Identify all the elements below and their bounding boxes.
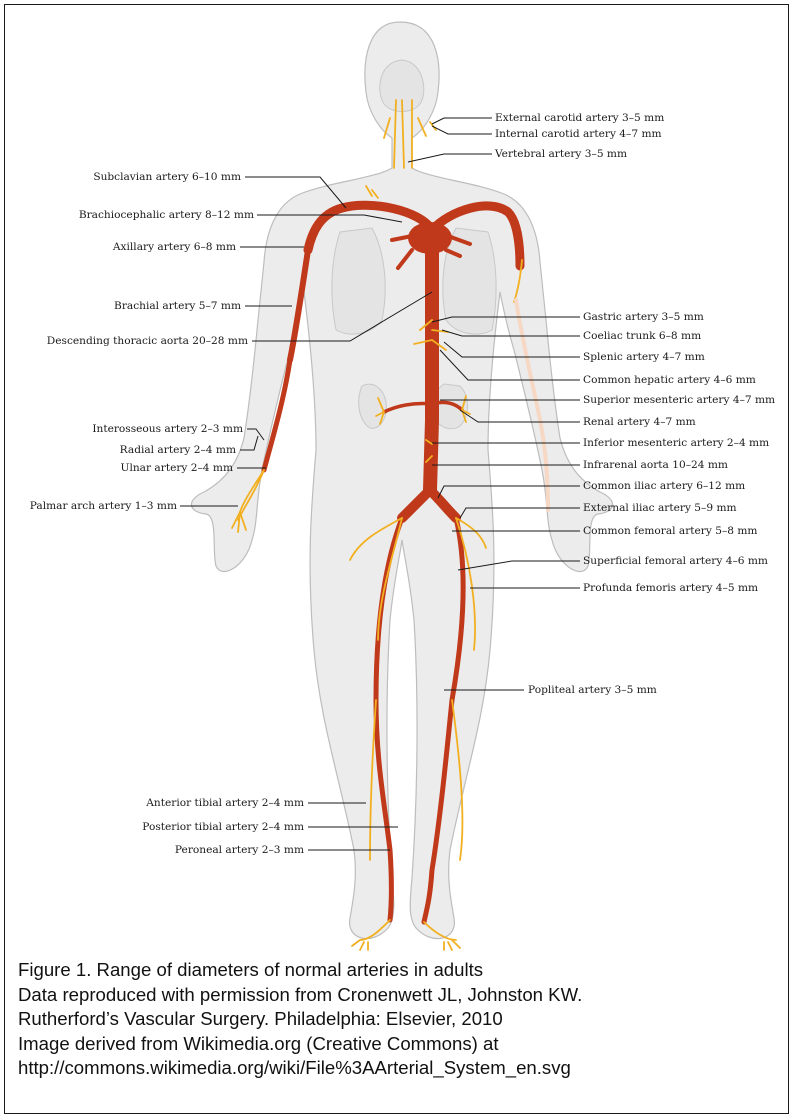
label-coeliac: Coeliac trunk 6–8 mm <box>583 330 701 342</box>
label-external-iliac: External iliac artery 5–9 mm <box>583 502 737 514</box>
figure-caption: Figure 1. Range of diameters of normal a… <box>18 958 778 1081</box>
label-infrarenal-aorta: Infrarenal aorta 10–24 mm <box>583 459 728 471</box>
caption-source: Data reproduced with permission from Cro… <box>18 983 778 1008</box>
label-external-carotid: External carotid artery 3–5 mm <box>495 112 664 124</box>
label-common-iliac: Common iliac artery 6–12 mm <box>583 480 745 492</box>
label-profunda-femoris: Profunda femoris artery 4–5 mm <box>583 582 758 594</box>
label-brachial: Brachial artery 5–7 mm <box>114 300 241 312</box>
label-brachiocephalic: Brachiocephalic artery 8–12 mm <box>79 209 254 221</box>
label-gastric: Gastric artery 3–5 mm <box>583 311 704 323</box>
leader-internal-carotid <box>432 126 492 134</box>
label-anterior-tibial: Anterior tibial artery 2–4 mm <box>146 797 304 809</box>
label-internal-carotid: Internal carotid artery 4–7 mm <box>495 128 662 140</box>
label-superior-mesenteric: Superior mesenteric artery 4–7 mm <box>583 394 775 406</box>
label-inferior-mesenteric: Inferior mesenteric artery 2–4 mm <box>583 437 769 449</box>
caption-title: Figure 1. Range of diameters of normal a… <box>18 958 778 983</box>
label-posterior-tibial: Posterior tibial artery 2–4 mm <box>142 821 304 833</box>
label-descending-aorta: Descending thoracic aorta 20–28 mm <box>47 335 248 347</box>
leader-external-carotid <box>432 118 492 124</box>
label-renal: Renal artery 4–7 mm <box>583 416 696 428</box>
leader-vertebral <box>408 154 492 162</box>
label-interosseous: Interosseous artery 2–3 mm <box>92 423 243 435</box>
label-palmar-arch: Palmar arch artery 1–3 mm <box>30 500 177 512</box>
label-splenic: Splenic artery 4–7 mm <box>583 351 705 363</box>
label-ulnar: Ulnar artery 2–4 mm <box>121 462 233 474</box>
label-axillary: Axillary artery 6–8 mm <box>113 241 236 253</box>
label-popliteal: Popliteal artery 3–5 mm <box>528 684 657 696</box>
label-peroneal: Peroneal artery 2–3 mm <box>175 844 304 856</box>
caption-book: Rutherford’s Vascular Surgery. Philadelp… <box>18 1007 778 1032</box>
label-common-hepatic: Common hepatic artery 4–6 mm <box>583 374 756 386</box>
label-radial: Radial artery 2–4 mm <box>120 444 236 456</box>
caption-url: http://commons.wikimedia.org/wiki/File%3… <box>18 1056 778 1081</box>
label-common-femoral: Common femoral artery 5–8 mm <box>583 525 757 537</box>
label-vertebral: Vertebral artery 3–5 mm <box>495 148 627 160</box>
label-superficial-femoral: Superficial femoral artery 4–6 mm <box>583 555 768 567</box>
label-subclavian: Subclavian artery 6–10 mm <box>93 171 241 183</box>
caption-image-credit: Image derived from Wikimedia.org (Creati… <box>18 1032 778 1057</box>
